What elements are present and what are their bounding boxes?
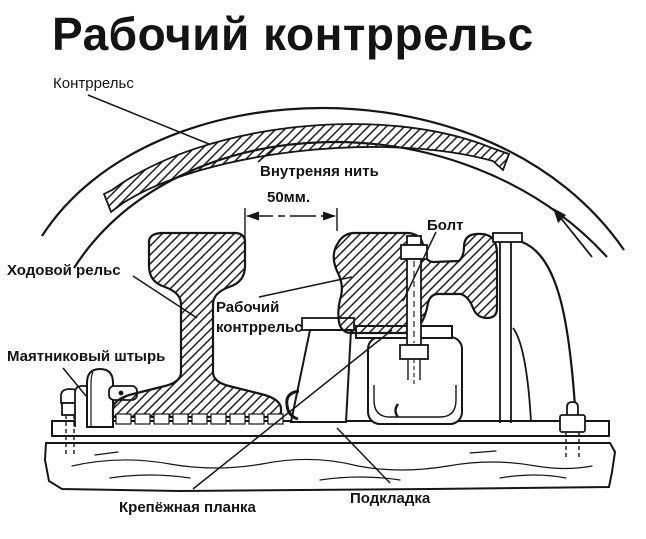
leader-vnutrennyaya xyxy=(257,140,283,163)
wooden-sleeper xyxy=(43,442,617,493)
leader-bolt xyxy=(402,231,437,302)
counter-rail-bolt xyxy=(399,235,429,384)
label-podkladka: Подкладка xyxy=(350,490,431,507)
rail-base-serration xyxy=(115,413,284,425)
right-plate-bolt xyxy=(559,401,586,460)
outer-arc xyxy=(41,106,625,251)
label-mayatnikovy-shtyr: Маятниковый штырь xyxy=(7,348,165,365)
wood-grain xyxy=(71,450,593,481)
leader-podkladka xyxy=(336,427,391,484)
right-support-bracket xyxy=(492,232,578,423)
leader-hodovoy xyxy=(132,275,198,319)
dimension-50mm xyxy=(244,208,338,239)
direction-arrow-icon xyxy=(553,208,593,258)
counter-rail-band xyxy=(102,123,511,214)
label-bolt: Болт xyxy=(427,217,463,234)
leader-lines xyxy=(62,94,437,490)
page-title: Рабочий контррельс xyxy=(52,8,534,60)
leader-mayatnikovy xyxy=(62,367,87,397)
label-rabochiy-line2: контррельс xyxy=(216,319,303,336)
leader-rabochiy xyxy=(258,276,353,298)
label-vnutrennyaya-nit: Внутреняя нить xyxy=(260,163,379,180)
label-50mm: 50мм. xyxy=(267,189,310,206)
leader-kontrrels xyxy=(87,94,210,145)
leader-krepezhnaya xyxy=(192,329,393,490)
label-kontrrels: Контррельс xyxy=(53,75,134,92)
label-krepezhnaya-planka: Крепёжная планка xyxy=(119,499,257,516)
label-rabochiy-line1: Рабочий xyxy=(216,299,279,316)
label-hodovoy-rels: Ходовой рельс xyxy=(7,262,121,279)
